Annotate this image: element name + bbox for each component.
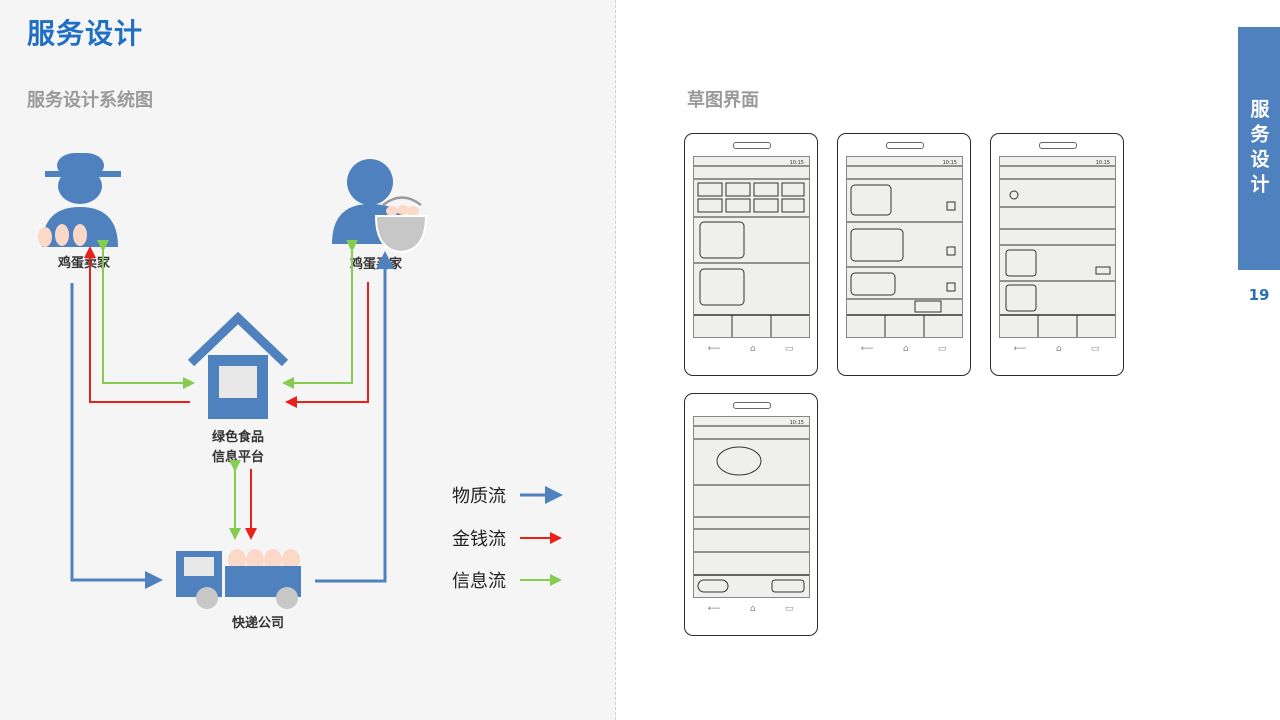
- page-title: 服务设计: [27, 17, 144, 50]
- home-icon: ⌂: [902, 344, 909, 354]
- sketch-section-title: 草图界面: [687, 90, 759, 111]
- platform-label-line2: 信息平台: [212, 449, 264, 465]
- info-flow-arrow-seller-platform: [97, 240, 195, 389]
- page-number: 19: [1248, 286, 1270, 304]
- sketch-screen-detail: 10:15: [693, 416, 810, 598]
- back-icon: ⟵: [707, 604, 721, 614]
- svg-text:10:15: 10:15: [790, 420, 804, 426]
- svg-text:10:15: 10:15: [1096, 160, 1110, 166]
- phone-navbar: ⟵ ⌂ ▭: [693, 601, 808, 617]
- platform-house-icon: [187, 311, 289, 419]
- money-flow-arrow-platform-to-seller: [84, 246, 190, 403]
- courier-truck-icon: [176, 549, 301, 609]
- legend-info-label: 信息流: [452, 571, 506, 592]
- phone-speaker: [886, 142, 924, 149]
- recent-apps-icon: ▭: [937, 344, 947, 354]
- sketch-phone-detail: 10:15 ⟵ ⌂ ▭: [684, 393, 818, 636]
- side-tab: 服务设计: [1238, 27, 1280, 270]
- legend-money-label: 金钱流: [452, 529, 506, 550]
- courier-label: 快递公司: [232, 615, 284, 631]
- home-icon: ⌂: [749, 604, 756, 614]
- svg-text:10:15: 10:15: [790, 160, 804, 166]
- platform-label-line1: 绿色食品: [212, 429, 264, 445]
- seller-icon: [38, 153, 121, 247]
- recent-apps-icon: ▭: [784, 344, 794, 354]
- side-tab-label: 服务设计: [1247, 98, 1270, 199]
- phone-navbar: ⟵ ⌂ ▭: [846, 341, 961, 357]
- sketch-screen-orders: 10:15: [999, 156, 1116, 338]
- legend: 物质流 金钱流 信息流: [452, 486, 563, 592]
- back-icon: ⟵: [707, 344, 721, 354]
- material-flow-arrow-courier-to-buyer: [315, 251, 394, 583]
- phone-speaker: [1039, 142, 1077, 149]
- info-flow-arrow-buyer-platform: [282, 240, 358, 389]
- sketch-screen-cart: 10:15: [846, 156, 963, 338]
- recent-apps-icon: ▭: [1090, 344, 1100, 354]
- legend-material-label: 物质流: [452, 486, 506, 507]
- home-icon: ⌂: [749, 344, 756, 354]
- back-icon: ⟵: [1013, 344, 1027, 354]
- buyer-label: 鸡蛋买家: [349, 256, 403, 272]
- phone-navbar: ⟵ ⌂ ▭: [999, 341, 1114, 357]
- buyer-icon: [332, 159, 428, 254]
- phone-navbar: ⟵ ⌂ ▭: [693, 341, 808, 357]
- phone-speaker: [733, 142, 771, 149]
- sketch-phone-cart: 10:15 ⟵ ⌂ ▭: [837, 133, 971, 376]
- back-icon: ⟵: [860, 344, 874, 354]
- sketch-phone-orders: 10:15 ⟵ ⌂ ▭: [990, 133, 1124, 376]
- diagram-section-title: 服务设计系统图: [27, 90, 153, 111]
- svg-text:10:15: 10:15: [943, 160, 957, 166]
- service-system-diagram: 鸡蛋卖家 鸡蛋买家 绿色食品 信息平台 快递公司: [38, 153, 563, 631]
- material-flow-arrow-seller-to-courier: [70, 283, 163, 589]
- phone-speaker: [733, 402, 771, 409]
- recent-apps-icon: ▭: [784, 604, 794, 614]
- sketch-phone-home: 10:15 ⟵ ⌂ ▭: [684, 133, 818, 376]
- money-flow-arrow-buyer-to-platform: [285, 282, 369, 408]
- home-icon: ⌂: [1055, 344, 1062, 354]
- sketch-screen-home: 10:15: [693, 156, 810, 338]
